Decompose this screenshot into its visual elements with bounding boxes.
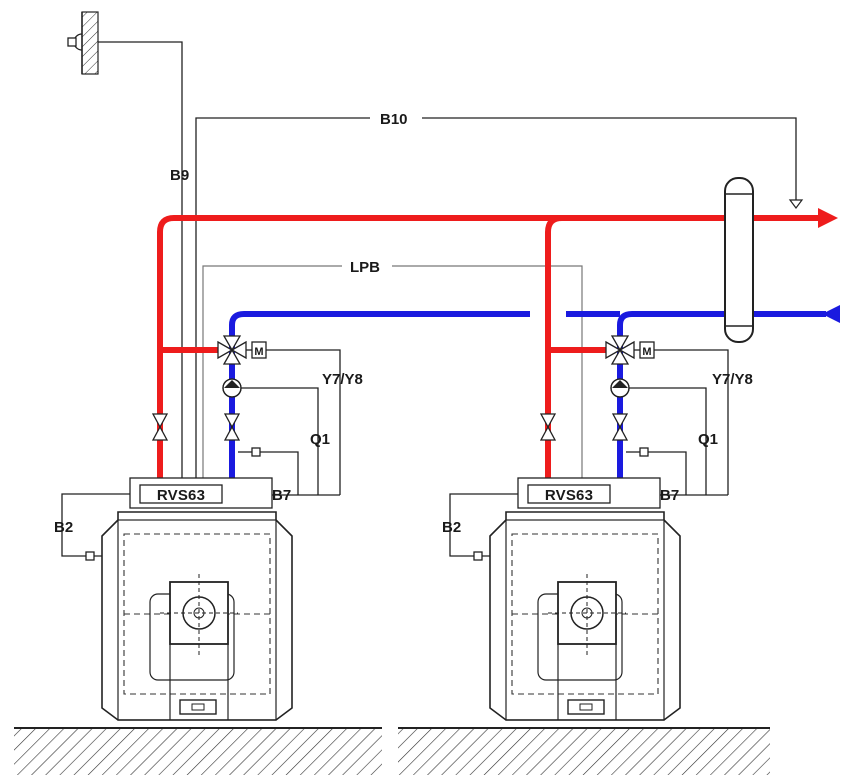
- boiler-sensor-label-right: B2: [442, 519, 461, 536]
- shutoff-valve-icon: [611, 413, 629, 441]
- pump-icon: [222, 378, 242, 398]
- actuator-label-right: Y7/Y8: [712, 371, 753, 388]
- pump-label-right: Q1: [698, 431, 718, 448]
- actuator-label-left: Y7/Y8: [322, 371, 363, 388]
- controller-display: [527, 484, 611, 504]
- sensor-icon: [639, 447, 649, 457]
- boiler-circuit-left: M RVS63: [61, 335, 341, 721]
- sensor-icon: [473, 551, 483, 561]
- return-arrow-icon: [822, 305, 840, 323]
- return-sensor-label-right: B7: [660, 487, 679, 504]
- room-sensor-label: B9: [170, 167, 189, 184]
- flow-header: [157, 208, 838, 478]
- flow-arrow-icon: [818, 208, 838, 228]
- return-sensor-label-left: B7: [272, 487, 291, 504]
- mixing-valve-icon: [217, 335, 247, 365]
- floor-right: [398, 727, 770, 775]
- shutoff-valve-icon: [539, 413, 557, 441]
- bus-label: LPB: [350, 259, 380, 276]
- boiler-sensor-label-left: B2: [54, 519, 73, 536]
- pump-label-left: Q1: [310, 431, 330, 448]
- controller-label: RVS63: [545, 487, 593, 504]
- shutoff-valve-icon: [223, 413, 241, 441]
- hydraulic-separator: [724, 177, 754, 343]
- b10-sensor-line: [195, 108, 804, 480]
- return-header: [229, 305, 840, 345]
- outdoor-sensor-label: B10: [380, 111, 408, 128]
- motor-label: M: [642, 346, 651, 358]
- sensor-icon: [251, 447, 261, 457]
- shutoff-valve-icon: [151, 413, 169, 441]
- wall-room-sensor: [67, 11, 183, 480]
- motor-label: M: [254, 346, 263, 358]
- controller-display: [139, 484, 223, 504]
- boiler-circuit-right: M RVS63: [449, 335, 729, 721]
- controller-label: RVS63: [157, 487, 205, 504]
- lpb-bus: [202, 256, 583, 480]
- sensor-icon: [85, 551, 95, 561]
- pump-icon: [610, 378, 630, 398]
- mixing-valve-icon: [605, 335, 635, 365]
- floor-left: [14, 727, 382, 775]
